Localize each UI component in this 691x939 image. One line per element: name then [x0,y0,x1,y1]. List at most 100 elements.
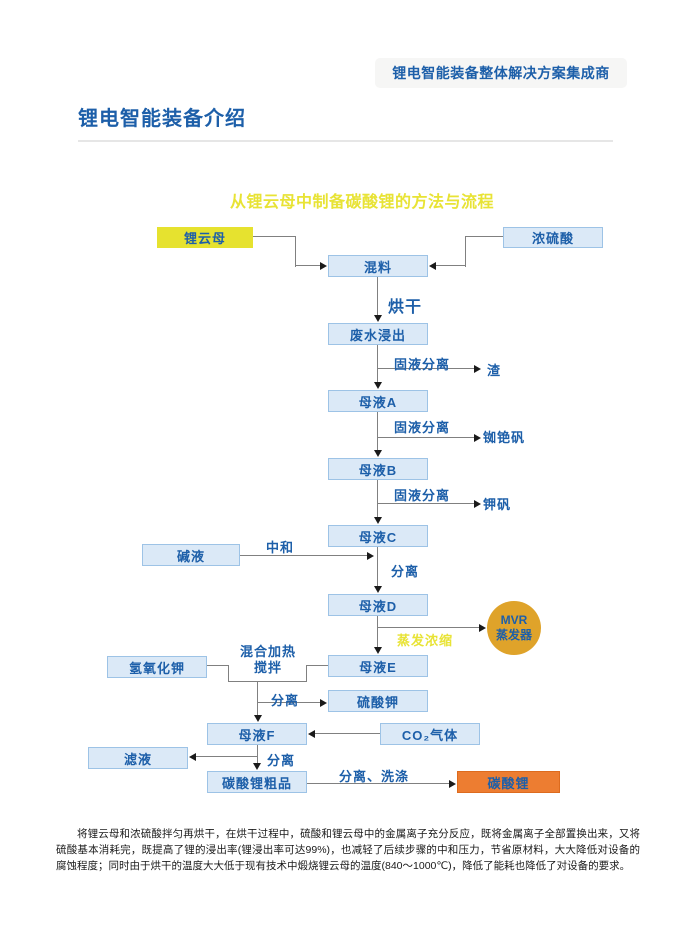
node-mother-liquor-a: 母液A [328,390,428,412]
node-label: 氢氧化钾 [128,660,185,676]
node-filtrate: 滤液 [88,747,188,769]
connector-line [307,783,450,784]
arrowhead-icon [479,624,486,632]
node-label: 母液B [358,462,398,478]
node-label: 混料 [363,259,392,275]
node-potassium-hydroxide: 氢氧化钾 [107,656,207,678]
connector-line [306,665,307,682]
arrowhead-icon [374,647,382,654]
header-slogan-badge: 锂电智能装备整体解决方案集成商 [375,58,627,88]
node-lithium-carbonate: 碳酸锂 [457,771,560,793]
node-label: 母液F [238,727,276,743]
connector-line [257,702,322,703]
arrowhead-icon [429,262,436,270]
arrowhead-icon [253,763,261,770]
label-separation-2: 分离 [271,693,300,708]
node-label: 碱液 [176,548,205,564]
connector-line [377,368,475,369]
arrowhead-icon [374,450,382,457]
node-mother-liquor-c: 母液C [328,525,428,547]
connector-line [240,555,368,556]
arrowhead-icon [374,315,382,322]
connector-line [377,412,378,452]
arrowhead-icon [189,753,196,761]
arrowhead-icon [474,434,481,442]
label-drying: 烘干 [388,299,423,316]
node-label: 碳酸锂粗品 [221,775,292,791]
label-solid-liquid-separation-3: 固液分离 [394,488,451,503]
node-label: 滤液 [123,751,152,767]
connector-line [377,480,378,519]
node-label: 浓硫酸 [531,231,574,246]
arrowhead-icon [254,715,262,722]
node-label: 硫酸钾 [356,694,399,710]
label-mixing-heating: 混合加热 [240,644,297,659]
arrowhead-icon [474,500,481,508]
arrowhead-icon [374,517,382,524]
node-label: 母液D [358,598,398,614]
arrowhead-icon [449,780,456,788]
node-label: 锂云母 [183,231,226,246]
connector-line [295,236,296,267]
node-label: 蒸发器 [495,628,532,642]
connector-line [207,665,229,666]
connector-line [377,503,475,504]
label-rubidium-cesium-alum: 铷铯矾 [483,430,526,445]
connector-line [377,627,479,628]
connector-line [253,236,296,237]
node-label: 母液A [358,394,398,410]
label-evaporation-concentration: 蒸发浓缩 [397,633,454,648]
node-label: 母液C [358,529,398,545]
node-mother-liquor-d: 母液D [328,594,428,616]
connector-line [377,616,378,649]
node-label: 废水浸出 [349,327,406,343]
connector-line [377,437,475,438]
connector-line [228,681,307,682]
node-waste-water-leaching: 废水浸出 [328,323,428,345]
node-concentrated-sulfuric-acid: 浓硫酸 [503,227,603,248]
node-potassium-sulfate: 硫酸钾 [328,690,428,712]
connector-line [257,745,258,765]
flowchart-title: 从锂云母中制备碳酸锂的方法与流程 [230,194,495,211]
node-mother-liquor-e: 母液E [328,655,428,677]
connector-line [465,236,466,267]
connector-line [377,277,378,317]
arrowhead-icon [367,552,374,560]
connector-line [377,345,378,384]
label-separation-washing: 分离、洗涤 [339,769,410,784]
arrowhead-icon [374,586,382,593]
connector-line [195,756,257,757]
node-label: 碳酸锂 [487,775,530,791]
description-paragraph: 将锂云母和浓硫酸拌匀再烘干，在烘干过程中，硫酸和锂云母中的金属离子充分反应，既将… [56,828,640,872]
arrowhead-icon [374,382,382,389]
label-neutralization: 中和 [266,540,295,555]
connector-line [377,547,378,588]
label-solid-liquid-separation-2: 固液分离 [394,420,451,435]
node-mother-liquor-f: 母液F [207,723,307,745]
connector-line [306,665,328,666]
label-stirring: 搅拌 [254,660,283,675]
label-potassium-alum: 钾矾 [483,497,512,512]
title-divider [78,140,613,142]
connector-line [435,265,465,266]
arrowhead-icon [320,262,327,270]
node-mixing: 混料 [328,255,428,277]
connector-line [314,733,380,734]
arrowhead-icon [308,730,315,738]
connector-line [257,681,258,717]
arrowhead-icon [474,365,481,373]
connector-line [228,665,229,682]
connector-line [296,265,322,266]
node-mother-liquor-b: 母液B [328,458,428,480]
node-lepidolite: 锂云母 [157,227,253,248]
node-crude-lithium-carbonate: 碳酸锂粗品 [207,771,307,793]
arrowhead-icon [320,699,327,707]
label-separation-1: 分离 [391,564,420,579]
node-label: 母液E [359,659,397,675]
connector-line [465,236,503,237]
label-separation-3: 分离 [267,753,296,768]
node-label: CO₂气体 [401,727,459,743]
